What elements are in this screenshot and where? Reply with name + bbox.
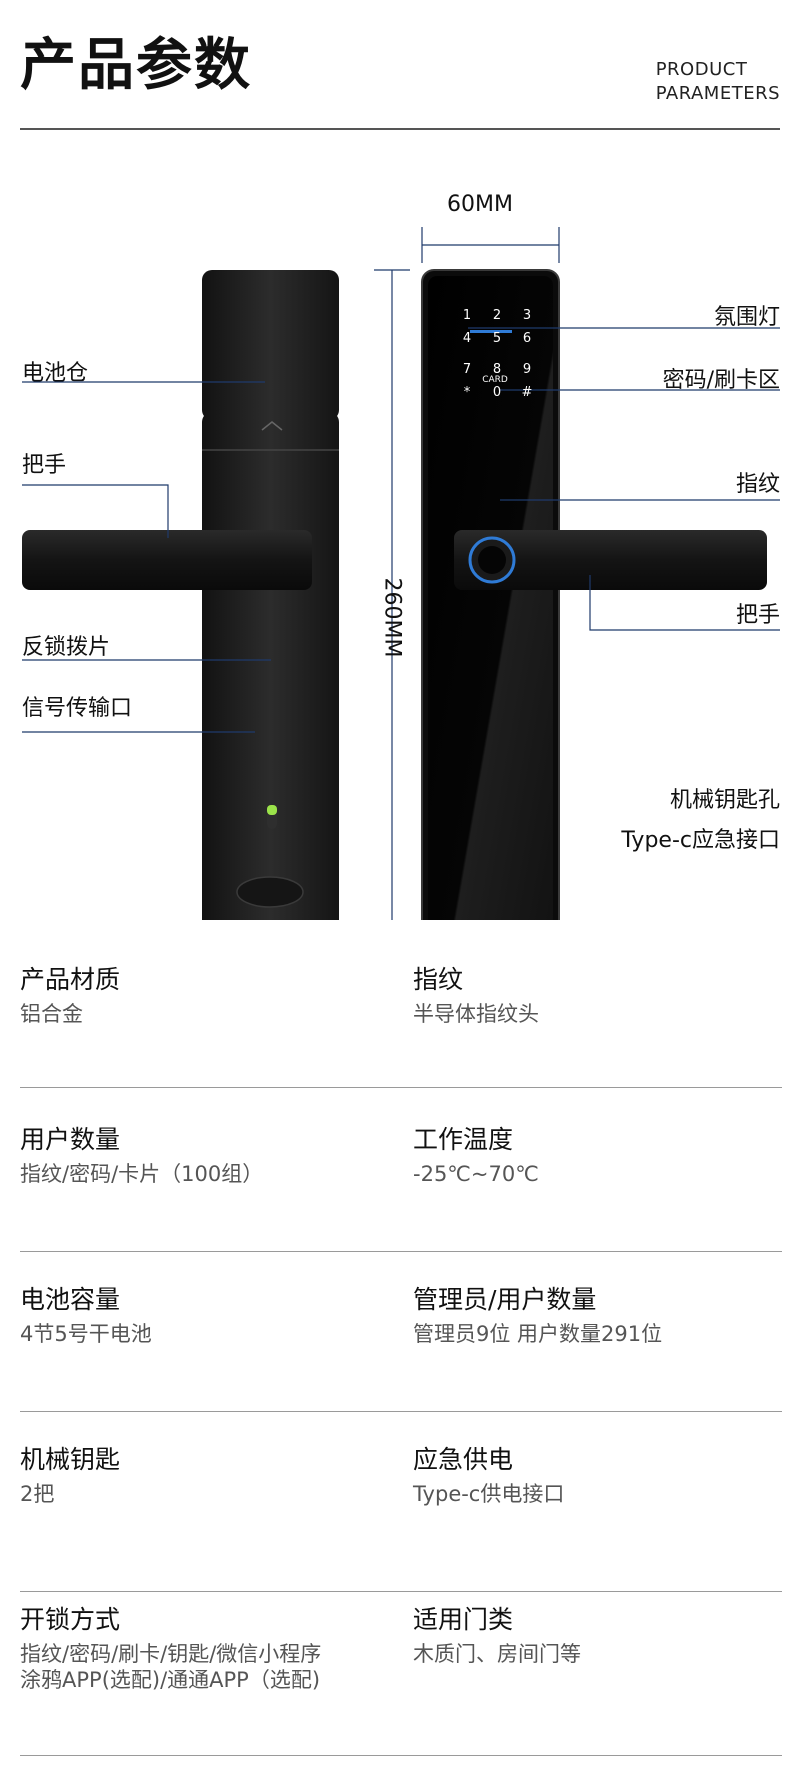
keypad-key: 7 — [462, 362, 472, 377]
spec-value: 4节5号干电池 — [20, 1322, 152, 1346]
spec-row: 开锁方式指纹/密码/刷卡/钥匙/微信小程序 涂鸦APP(选配)/通通APP（选配… — [20, 1605, 782, 1756]
callout-fingerprint: 指纹 — [735, 472, 780, 497]
spec-title: 工作温度 — [413, 1125, 514, 1154]
spec-value: 指纹/密码/卡片（100组） — [20, 1162, 264, 1186]
svg-text:CARD: CARD — [482, 375, 508, 385]
spec-title: 用户数量 — [20, 1125, 121, 1154]
subtitle-line-1: PRODUCT — [655, 59, 748, 80]
spec-cell-left: 用户数量指纹/密码/卡片（100组） — [20, 1125, 263, 1187]
spec-cell-left: 产品材质铝合金 — [20, 965, 120, 1027]
spec-value: 2把 — [20, 1482, 55, 1506]
keypad-key: 9 — [522, 362, 532, 377]
spec-value: 半导体指纹头 — [413, 1002, 539, 1026]
keypad-key: 2 — [492, 308, 502, 323]
spec-value: 指纹/密码/刷卡/钥匙/微信小程序 涂鸦APP(选配)/通通APP（选配) — [20, 1642, 322, 1693]
callout-signal-port: 信号传输口 — [22, 696, 133, 721]
spec-value: 木质门、房间门等 — [413, 1642, 581, 1666]
spec-value: Type-c供电接口 — [413, 1482, 565, 1506]
spec-cell-right: 管理员/用户数量管理员9位 用户数量291位 — [413, 1285, 662, 1347]
spec-cell-right: 工作温度 -25℃~70℃ — [413, 1125, 539, 1187]
keypad-key: 6 — [522, 331, 532, 346]
spec-value: 铝合金 — [20, 1002, 83, 1026]
lock-illustration: CARD — [22, 227, 780, 1001]
keypad-key: * — [463, 385, 471, 400]
header-divider — [20, 128, 780, 130]
page-title: 产品参数 — [20, 33, 252, 98]
keypad-key: 8 — [492, 362, 502, 377]
keypad-key: 5 — [492, 331, 502, 346]
spec-row: 产品材质铝合金 指纹半导体指纹头 — [20, 965, 782, 1088]
spec-row: 电池容量 4节5号干电池 管理员/用户数量管理员9位 用户数量291位 — [20, 1285, 782, 1412]
front-panel: CARD — [421, 269, 767, 1001]
callout-ambient-light: 氛围灯 — [713, 305, 780, 330]
spec-row: 用户数量指纹/密码/卡片（100组） 工作温度 -25℃~70℃ — [20, 1125, 782, 1252]
spec-cell-left: 机械钥匙 2把 — [20, 1445, 120, 1507]
keypad-key: 1 — [462, 308, 472, 323]
spec-title: 管理员/用户数量 — [413, 1285, 597, 1314]
spec-value: 管理员9位 用户数量291位 — [413, 1322, 663, 1346]
spec-title: 电池容量 — [20, 1285, 121, 1314]
keypad: 1 2 3 4 5 6 7 8 9 * 0 # — [452, 308, 542, 428]
product-diagram: CARD 1 2 3 4 5 6 7 8 9 * 0 — [0, 150, 800, 1001]
spec-cell-right: 指纹半导体指纹头 — [413, 965, 539, 1027]
spec-title: 适用门类 — [413, 1605, 514, 1634]
height-dimension-label: 260MM — [379, 577, 405, 658]
subtitle-line-2: PARAMETERS — [655, 83, 780, 104]
callout-key-hole: 机械钥匙孔 — [669, 788, 780, 813]
spec-row: 机械钥匙 2把 应急供电 Type-c供电接口 — [20, 1445, 782, 1592]
callout-handle-front: 把手 — [735, 603, 780, 628]
spec-cell-right: 应急供电 Type-c供电接口 — [413, 1445, 564, 1507]
spec-title: 开锁方式 — [20, 1605, 121, 1634]
keypad-key: 4 — [462, 331, 472, 346]
callout-privacy-lever: 反锁拨片 — [22, 635, 111, 660]
page-subtitle-en: PRODUCT PARAMETERS — [656, 58, 780, 106]
width-dimension-label: 60MM — [447, 192, 513, 217]
keypad-key: 0 — [492, 385, 502, 400]
spec-value: -25℃~70℃ — [413, 1162, 539, 1186]
spec-title: 机械钥匙 — [20, 1445, 121, 1474]
spec-title: 应急供电 — [413, 1445, 514, 1474]
callout-typec-port: Type-c应急接口 — [621, 828, 780, 853]
spec-cell-left: 电池容量 4节5号干电池 — [20, 1285, 152, 1347]
callout-handle-back: 把手 — [22, 453, 67, 478]
callout-keypad-card-area: 密码/刷卡区 — [662, 368, 780, 393]
keypad-key: # — [521, 385, 533, 400]
callout-battery-compartment: 电池仓 — [22, 361, 89, 386]
spec-title: 产品材质 — [20, 965, 121, 994]
spec-title: 指纹 — [413, 965, 464, 994]
spec-cell-left: 开锁方式指纹/密码/刷卡/钥匙/微信小程序 涂鸦APP(选配)/通通APP（选配… — [20, 1605, 321, 1694]
leader-lines — [22, 327, 780, 941]
keypad-key: 3 — [522, 308, 532, 323]
spec-cell-right: 适用门类木质门、房间门等 — [413, 1605, 581, 1667]
